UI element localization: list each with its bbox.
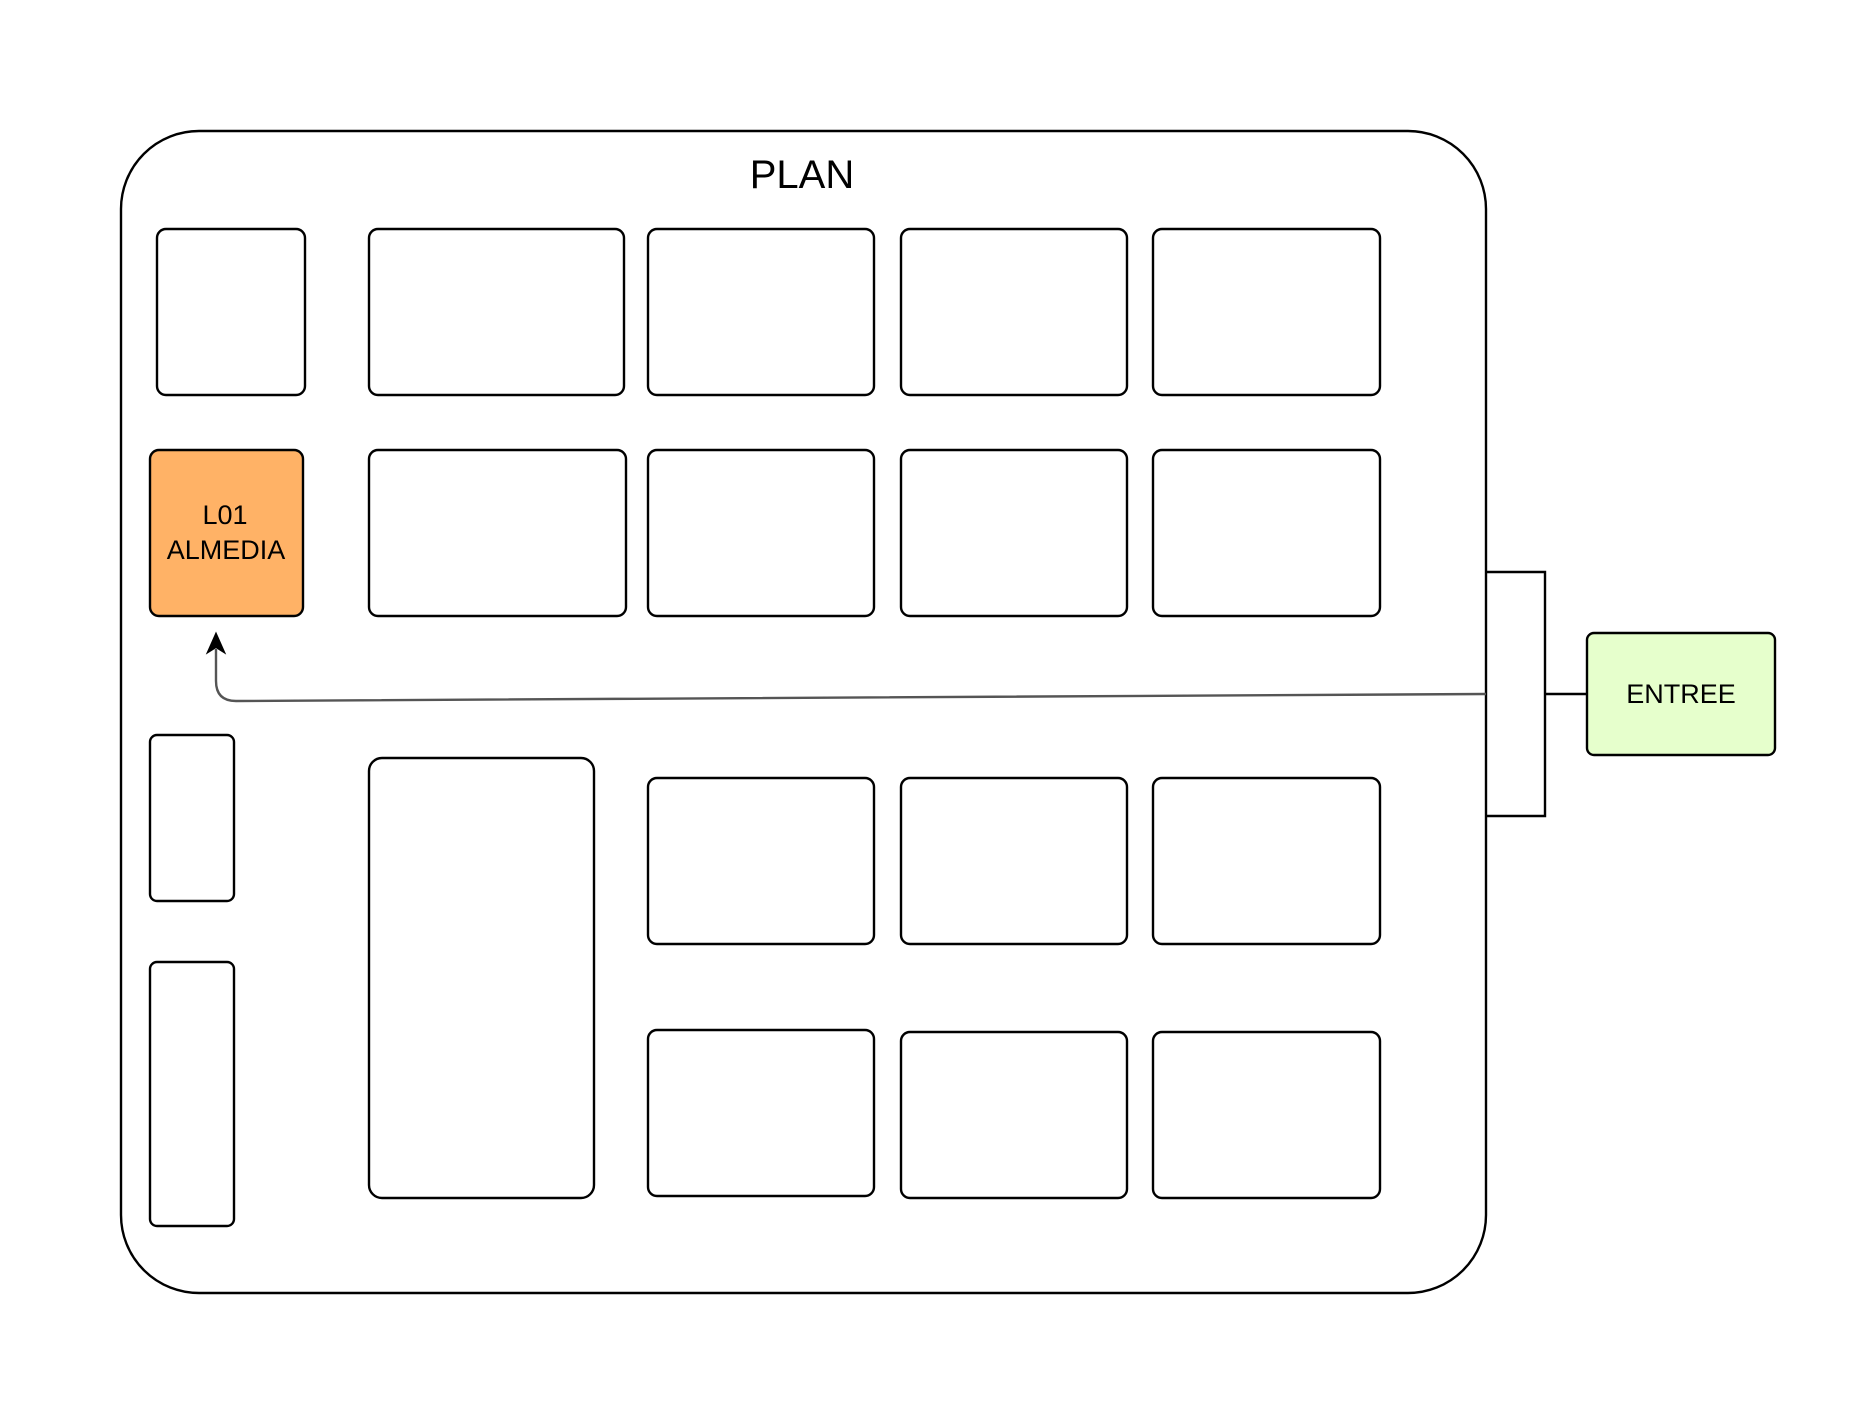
entrance-bracket bbox=[1486, 570, 1547, 818]
room bbox=[899, 227, 1129, 397]
room bbox=[1151, 776, 1382, 946]
room bbox=[646, 1028, 876, 1198]
room bbox=[646, 448, 876, 618]
store-code-label: L01 bbox=[202, 500, 247, 530]
room bbox=[148, 960, 236, 1228]
entrance-box[interactable] bbox=[1585, 631, 1777, 757]
plan-title: PLAN bbox=[750, 153, 855, 197]
room bbox=[367, 756, 596, 1200]
room bbox=[1151, 448, 1382, 618]
room bbox=[1151, 227, 1382, 397]
room bbox=[1151, 1030, 1382, 1200]
room bbox=[646, 227, 876, 397]
room bbox=[899, 776, 1129, 946]
arrow-up-icon bbox=[205, 631, 227, 655]
room bbox=[148, 733, 236, 903]
room bbox=[899, 1030, 1129, 1200]
store-l01-almedia[interactable] bbox=[148, 448, 305, 618]
route-path bbox=[214, 649, 1487, 703]
room bbox=[899, 448, 1129, 618]
room bbox=[155, 227, 307, 397]
entrance-label: ENTREE bbox=[1626, 679, 1736, 709]
store-name-label: ALMEDIA bbox=[167, 535, 286, 565]
room bbox=[367, 227, 626, 397]
room bbox=[367, 448, 628, 618]
room bbox=[646, 776, 876, 946]
